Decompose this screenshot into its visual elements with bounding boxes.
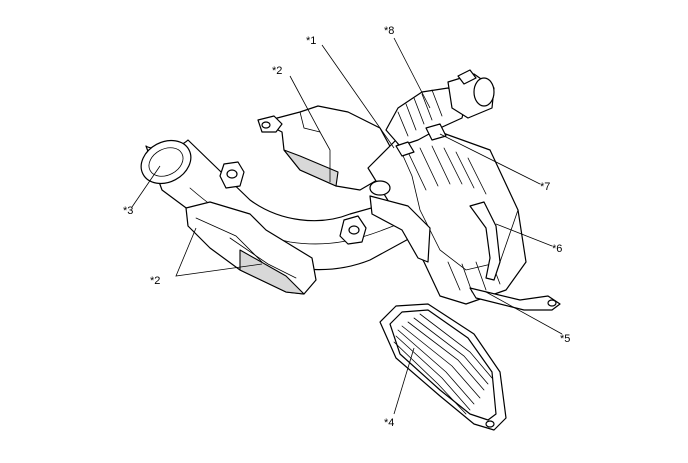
callout-6: *6 (552, 243, 562, 255)
air-flow-meter-and-hose (385, 69, 495, 157)
callout-5: *5 (560, 333, 570, 345)
leader-5 (485, 291, 563, 335)
callout-8: *8 (384, 25, 394, 37)
callout-2-top: *2 (272, 65, 282, 77)
leader-lines (131, 37, 563, 415)
callout-labels: *1 *2 *2 *3 *4 *5 *6 *7 *8 (123, 25, 570, 429)
leader-6 (495, 223, 553, 247)
leader-3 (131, 165, 161, 208)
leader-2a (289, 75, 321, 133)
leader-4 (393, 347, 415, 415)
callout-1: *1 (306, 35, 316, 47)
intake-pipe (140, 139, 415, 271)
leader-7 (439, 133, 541, 185)
callout-2-bottom: *2 (150, 275, 160, 287)
leader-2b (175, 227, 263, 277)
callout-4: *4 (384, 417, 394, 429)
air-filter-element (379, 303, 507, 431)
callout-7: *7 (540, 181, 550, 193)
leader-1 (321, 44, 395, 149)
front-resonator (185, 201, 317, 295)
leader-8 (393, 37, 431, 109)
air-cleaner-case (367, 131, 561, 311)
rear-resonator (257, 105, 393, 191)
callout-3: *3 (123, 205, 133, 217)
